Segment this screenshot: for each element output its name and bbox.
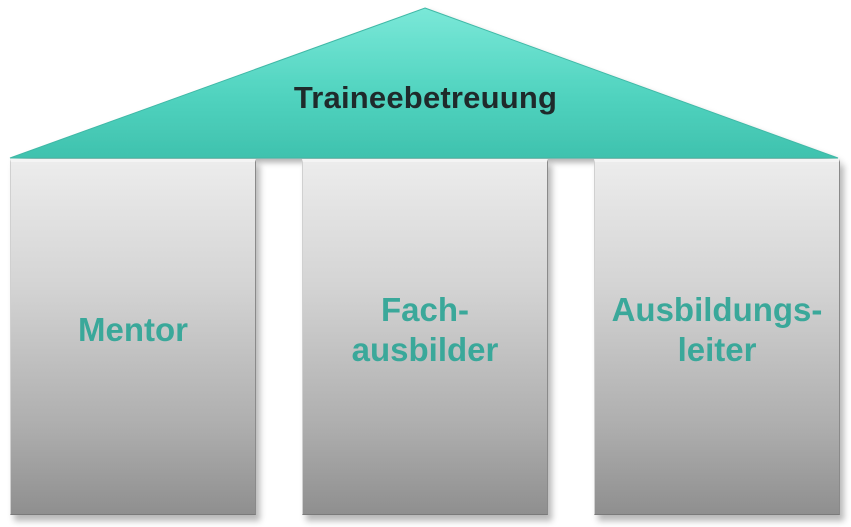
roof-shape <box>9 7 839 159</box>
pillar-label-line: Mentor <box>78 311 188 348</box>
pillar-ausbildungsleiter: Ausbildungs- leiter <box>594 159 840 515</box>
pillar-label-line: ausbilder <box>351 331 499 368</box>
pillar-label: Mentor <box>78 310 188 350</box>
pillar-label-line: Ausbildungs- <box>611 291 823 328</box>
pillar-label-line: Fach- <box>380 291 469 328</box>
pillar-mentor: Mentor <box>10 159 256 515</box>
roof-title: Traineebetreuung <box>293 80 558 115</box>
pillar-label: Fach- ausbilder <box>352 290 499 370</box>
pillar-label-line: leiter <box>677 331 757 368</box>
pillar-label: Ausbildungs- leiter <box>612 290 823 370</box>
pillar-fachausbilder: Fach- ausbilder <box>302 159 548 515</box>
roof-triangle <box>9 7 839 159</box>
